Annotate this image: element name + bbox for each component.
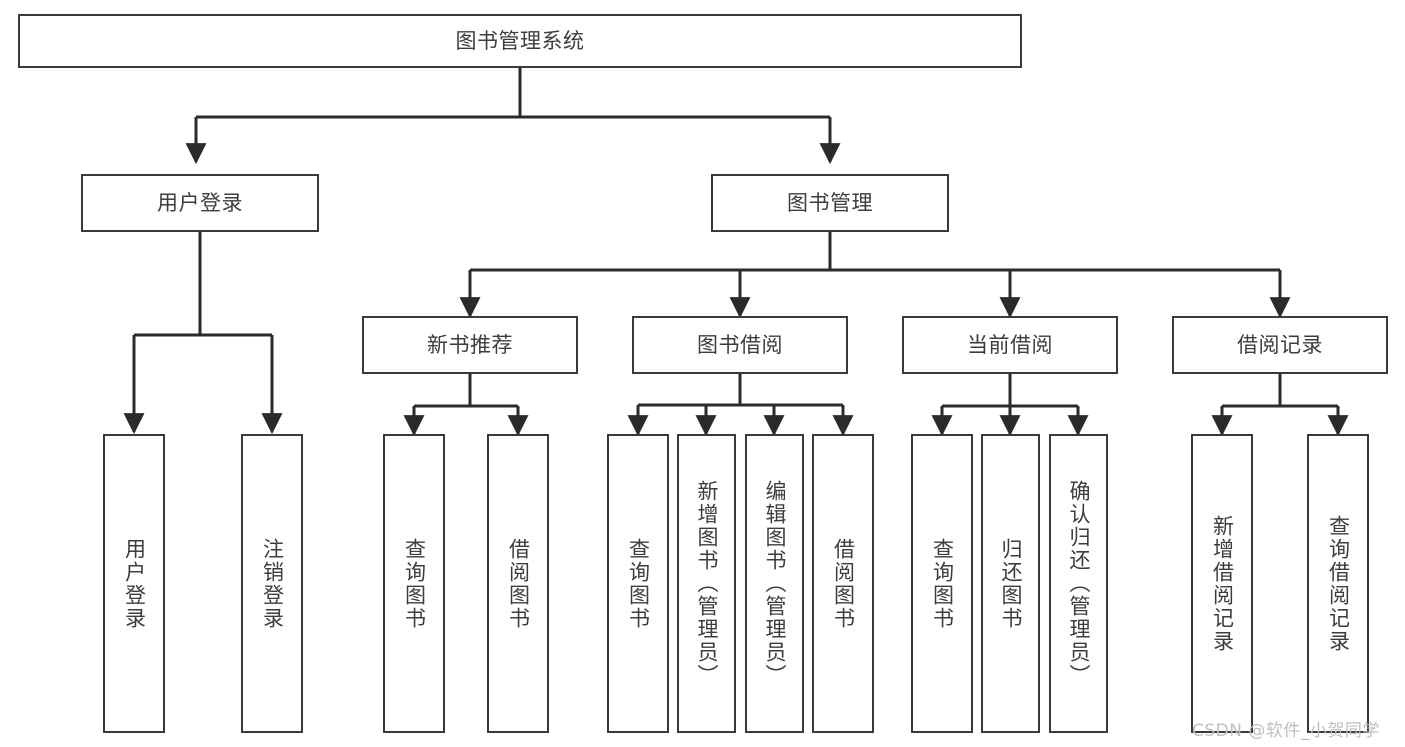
leaf-label: 查询借阅记录 bbox=[1326, 514, 1351, 653]
leaf-label: 查询图书 bbox=[402, 537, 427, 630]
node-book-borrow-label: 图书借阅 bbox=[697, 332, 783, 357]
node-new-book-recommend[interactable]: 新书推荐 bbox=[362, 316, 578, 374]
leaf-record-query-record[interactable]: 查询借阅记录 bbox=[1307, 434, 1369, 733]
node-new-book-recommend-label: 新书推荐 bbox=[427, 332, 513, 357]
node-root-label: 图书管理系统 bbox=[455, 28, 585, 53]
leaf-label: 借阅图书 bbox=[831, 537, 856, 630]
leaf-borrow-edit-book[interactable]: 编辑图书（管理员） bbox=[745, 434, 804, 733]
node-borrow-record[interactable]: 借阅记录 bbox=[1172, 316, 1388, 374]
node-book-borrow[interactable]: 图书借阅 bbox=[632, 316, 848, 374]
leaf-label: 新增借阅记录 bbox=[1210, 514, 1235, 653]
leaf-label: 用户登录 bbox=[122, 537, 147, 630]
csdn-watermark: CSDN @软件_小贺同学 bbox=[1192, 721, 1380, 741]
leaf-label: 编辑图书（管理员） bbox=[762, 480, 787, 687]
node-book-management-label: 图书管理 bbox=[787, 190, 873, 215]
leaf-label: 归还图书 bbox=[998, 537, 1023, 630]
leaf-current-return-book[interactable]: 归还图书 bbox=[981, 434, 1040, 733]
node-book-management[interactable]: 图书管理 bbox=[711, 174, 949, 232]
leaf-label: 查询图书 bbox=[626, 537, 651, 630]
leaf-record-add-record[interactable]: 新增借阅记录 bbox=[1191, 434, 1253, 733]
leaf-label: 查询图书 bbox=[930, 537, 955, 630]
node-user-login[interactable]: 用户登录 bbox=[81, 174, 319, 232]
leaf-label: 借阅图书 bbox=[506, 537, 531, 630]
leaf-recommend-borrow-book[interactable]: 借阅图书 bbox=[487, 434, 549, 733]
leaf-current-query-book[interactable]: 查询图书 bbox=[911, 434, 973, 733]
node-current-borrow[interactable]: 当前借阅 bbox=[902, 316, 1118, 374]
node-borrow-record-label: 借阅记录 bbox=[1237, 332, 1323, 357]
leaf-label: 新增图书（管理员） bbox=[694, 480, 719, 687]
leaf-label: 确认归还（管理员） bbox=[1066, 480, 1091, 687]
leaf-user-login-signout[interactable]: 注销登录 bbox=[241, 434, 303, 733]
leaf-borrow-borrow-book[interactable]: 借阅图书 bbox=[812, 434, 874, 733]
leaf-borrow-add-book[interactable]: 新增图书（管理员） bbox=[677, 434, 736, 733]
leaf-borrow-query-book[interactable]: 查询图书 bbox=[607, 434, 669, 733]
node-current-borrow-label: 当前借阅 bbox=[967, 332, 1053, 357]
leaf-current-confirm-return[interactable]: 确认归还（管理员） bbox=[1049, 434, 1108, 733]
node-root[interactable]: 图书管理系统 bbox=[18, 14, 1022, 68]
leaf-label: 注销登录 bbox=[260, 537, 285, 630]
leaf-user-login-signin[interactable]: 用户登录 bbox=[103, 434, 165, 733]
node-user-login-label: 用户登录 bbox=[157, 190, 243, 215]
leaf-recommend-query-book[interactable]: 查询图书 bbox=[383, 434, 445, 733]
